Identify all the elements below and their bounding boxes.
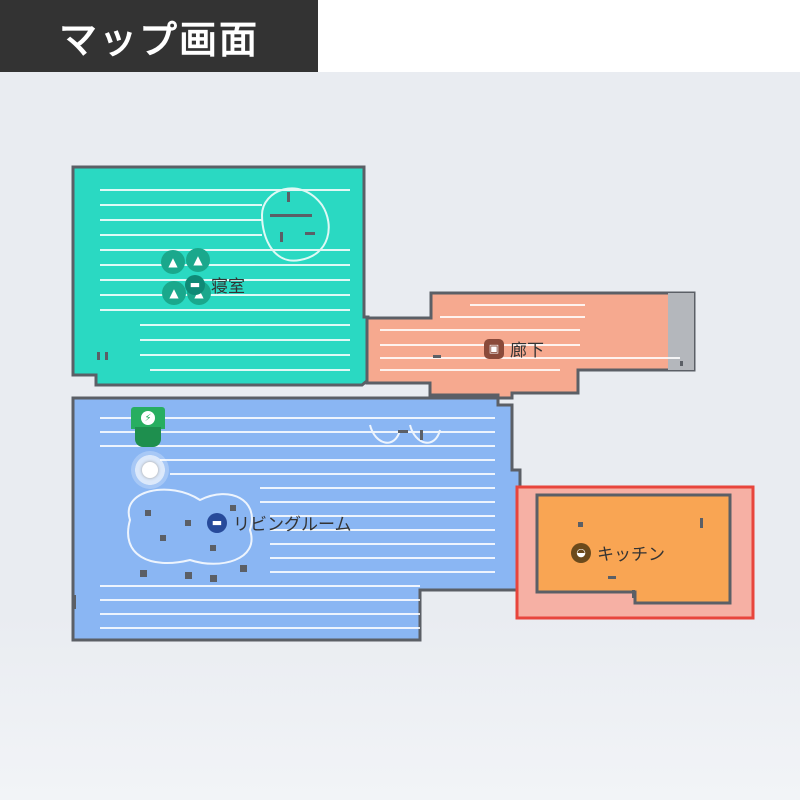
sofa-icon: ▬ <box>207 512 227 533</box>
obstacle-marks <box>72 192 703 609</box>
charging-dock-icon[interactable]: ⚡ <box>131 407 165 447</box>
living-label: リビングルーム <box>233 515 352 535</box>
kitchen-label: キッチン <box>597 545 665 565</box>
label-kitchen[interactable]: ◒ キッチン <box>571 540 665 565</box>
background-fade <box>0 615 800 800</box>
cleaning-path <box>100 187 680 629</box>
label-living[interactable]: ▬ リビングルーム <box>207 510 352 535</box>
bed-icon: ▬ <box>185 274 205 295</box>
tree-icon[interactable]: ▲ <box>162 281 186 305</box>
room-living[interactable] <box>71 396 522 642</box>
page-title: マップ画面 <box>0 0 318 72</box>
tree-icon[interactable]: ▲ <box>186 248 210 272</box>
portrait-frame-icon: ▣ <box>484 338 504 359</box>
hallway-label: 廊下 <box>510 341 544 361</box>
room-bedroom[interactable] <box>71 165 370 387</box>
room-kitchen[interactable] <box>535 493 732 605</box>
plug-icon: ⚡ <box>141 411 155 425</box>
tree-icon[interactable]: ▲ <box>161 250 185 274</box>
pot-icon: ◒ <box>571 542 591 563</box>
label-bedroom[interactable]: ▬ 寝室 <box>185 272 245 297</box>
robot-vacuum-icon[interactable] <box>131 451 169 489</box>
bedroom-label: 寝室 <box>211 277 245 297</box>
label-hallway[interactable]: ▣ 廊下 <box>484 336 544 361</box>
